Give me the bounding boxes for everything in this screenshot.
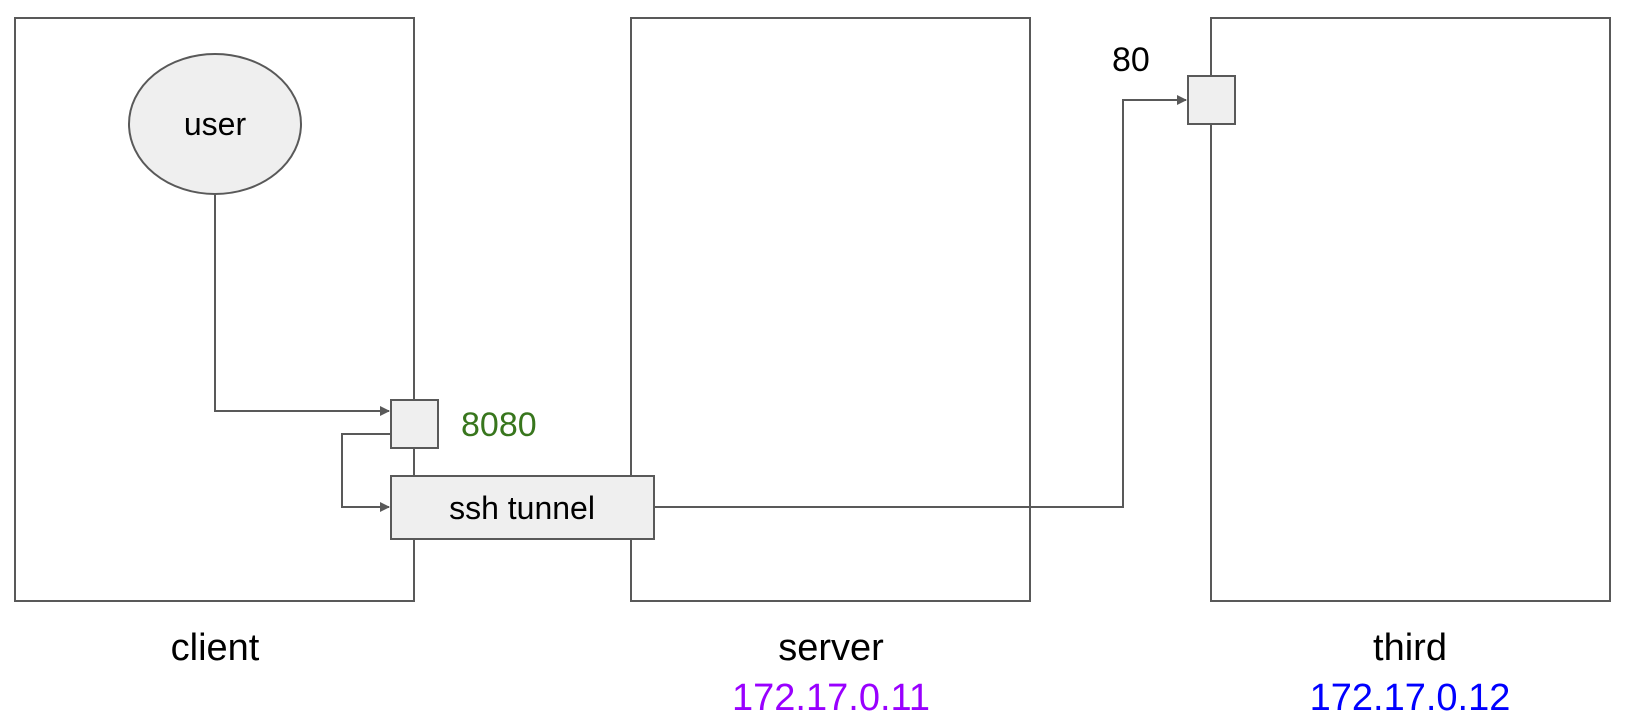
server-host-box — [630, 17, 1031, 602]
user-label: user — [184, 106, 247, 142]
third-port-square — [1187, 75, 1236, 125]
tunnel-to-third-port-connector — [654, 95, 1187, 508]
user-to-port-connector — [214, 195, 390, 416]
third-ip-label: 172.17.0.12 — [1310, 677, 1511, 719]
third-host-box — [1210, 17, 1611, 602]
ssh-tunnel-node — [390, 475, 655, 540]
third-host-label: third — [1373, 627, 1447, 669]
ssh-tunnel-label: ssh tunnel — [449, 490, 595, 526]
client-port-square — [390, 399, 439, 449]
port-to-tunnel-connector — [341, 433, 390, 512]
server-host-label: server — [778, 627, 884, 669]
client-host-label: client — [171, 627, 260, 669]
client-port-label: 8080 — [461, 406, 537, 444]
third-port-label: 80 — [1112, 41, 1150, 79]
server-ip-label: 172.17.0.11 — [732, 677, 930, 719]
user-node — [128, 53, 302, 195]
